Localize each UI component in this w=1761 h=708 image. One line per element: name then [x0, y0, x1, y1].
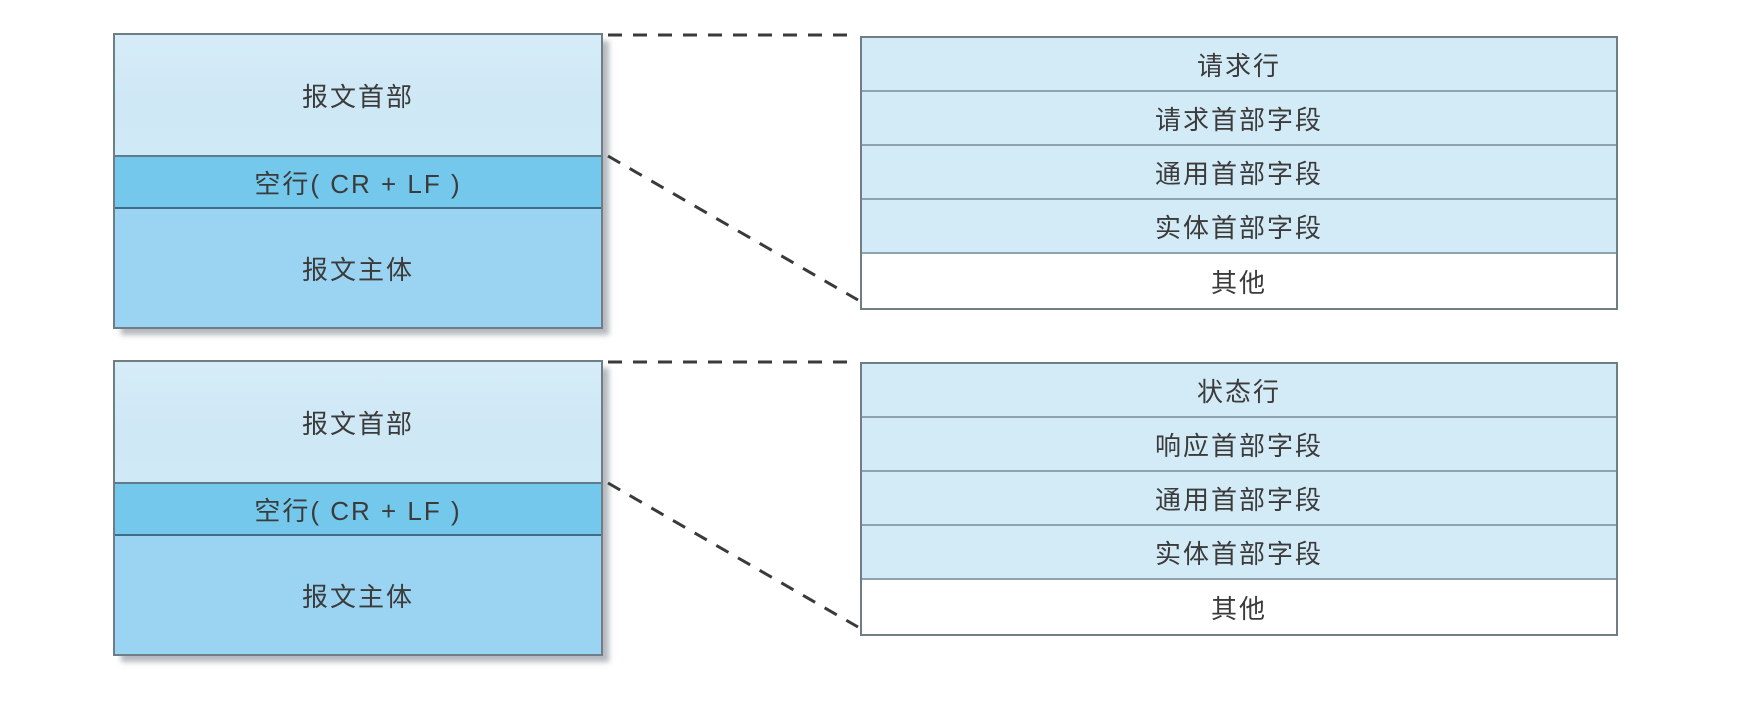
- request-detail-row-other: 其他: [862, 254, 1616, 308]
- request-message-body-row: 报文主体: [115, 209, 601, 327]
- response-detail-row-response-header-fields: 响应首部字段: [862, 418, 1616, 472]
- response-detail-label-other: 其他: [1210, 593, 1267, 624]
- request-detail-label-request-line: 请求行: [1196, 50, 1281, 81]
- request-detail-label-entity-header-fields: 实体首部字段: [1154, 212, 1323, 243]
- response-detail-label-general-header-fields: 通用首部字段: [1154, 484, 1323, 515]
- http-response-message-box: 报文首部 空行( CR + LF ) 报文主体: [113, 360, 603, 656]
- response-blank-line-label: 空行( CR + LF ): [254, 495, 462, 526]
- response-detail-row-general-header-fields: 通用首部字段: [862, 472, 1616, 526]
- response-diagonal-connector-dashed-line: [607, 481, 859, 629]
- response-detail-label-response-header-fields: 响应首部字段: [1154, 430, 1323, 461]
- request-diagonal-connector-dashed-line: [607, 154, 859, 302]
- request-detail-label-other: 其他: [1210, 267, 1267, 298]
- http-request-message-box: 报文首部 空行( CR + LF ) 报文主体: [113, 33, 603, 329]
- request-detail-row-request-line: 请求行: [862, 38, 1616, 92]
- response-message-body-label: 报文主体: [301, 581, 414, 612]
- request-detail-row-request-header-fields: 请求首部字段: [862, 92, 1616, 146]
- request-message-body-label: 报文主体: [301, 254, 414, 285]
- response-detail-label-status-line: 状态行: [1196, 376, 1281, 407]
- request-detail-label-request-header-fields: 请求首部字段: [1154, 104, 1323, 135]
- http-response-header-detail-table: 状态行 响应首部字段 通用首部字段 实体首部字段 其他: [860, 362, 1618, 636]
- response-message-header-row: 报文首部: [115, 362, 601, 484]
- request-detail-label-general-header-fields: 通用首部字段: [1154, 158, 1323, 189]
- response-detail-row-entity-header-fields: 实体首部字段: [862, 526, 1616, 580]
- http-request-header-detail-table: 请求行 请求首部字段 通用首部字段 实体首部字段 其他: [860, 36, 1618, 310]
- response-detail-row-other: 其他: [862, 580, 1616, 634]
- response-message-header-label: 报文首部: [301, 408, 414, 439]
- response-blank-line-row: 空行( CR + LF ): [115, 484, 601, 536]
- request-blank-line-row: 空行( CR + LF ): [115, 157, 601, 209]
- response-detail-label-entity-header-fields: 实体首部字段: [1154, 538, 1323, 569]
- request-blank-line-label: 空行( CR + LF ): [254, 168, 462, 199]
- request-message-header-label: 报文首部: [301, 81, 414, 112]
- response-message-body-row: 报文主体: [115, 536, 601, 654]
- request-message-header-row: 报文首部: [115, 35, 601, 157]
- request-detail-row-entity-header-fields: 实体首部字段: [862, 200, 1616, 254]
- response-detail-row-status-line: 状态行: [862, 364, 1616, 418]
- request-detail-row-general-header-fields: 通用首部字段: [862, 146, 1616, 200]
